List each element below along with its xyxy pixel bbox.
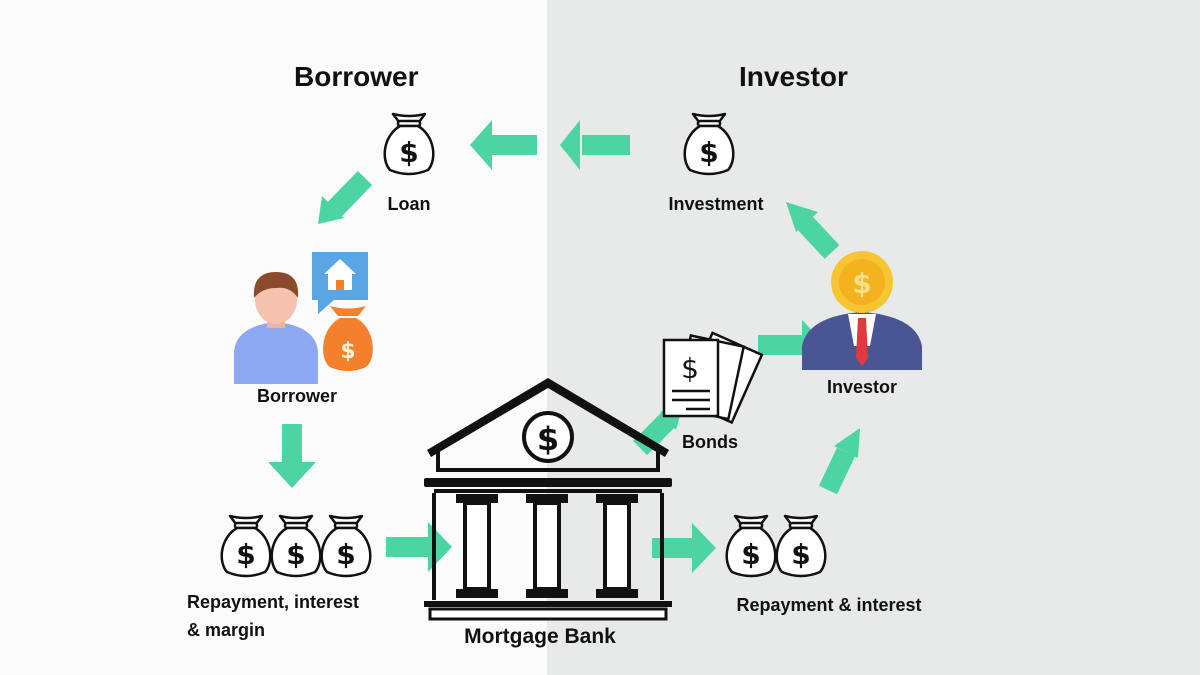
dollar-sign: $ [537, 420, 559, 458]
investor-heading: Investor [739, 61, 848, 92]
investor-person-icon: $ [802, 251, 922, 370]
money-bag-icon: $ [725, 514, 777, 578]
money-bag-icon: $ [320, 514, 372, 578]
borrower-person-icon [234, 272, 318, 384]
repayment-interest-margin-label-line2: & margin [187, 620, 266, 640]
arrow-loan-to-borrower [318, 171, 373, 224]
investment-label: Investment [668, 194, 764, 214]
loan-label: Loan [387, 194, 431, 214]
repayment-interest-label: Repayment & interest [736, 595, 922, 615]
mortgage-bank-building-icon: $ [424, 378, 672, 621]
dollar-sign: $ [852, 267, 871, 300]
repayment-interest-margin-label-line1: Repayment, interest [187, 592, 360, 612]
bonds-label: Bonds [682, 432, 738, 452]
money-bag-icon: $ [220, 514, 272, 578]
investor-label: Investor [826, 377, 898, 397]
money-bag-icon: $ [683, 112, 735, 176]
arrow-investor-to-investment [786, 202, 840, 259]
money-bag-icon: $ [383, 112, 435, 176]
dollar-sign: $ [741, 538, 760, 571]
arrow-borrower-to-repayment [268, 424, 316, 488]
money-bag-icon: $ [270, 514, 322, 578]
dollar-sign: $ [336, 538, 355, 571]
borrower-label: Borrower [256, 386, 338, 406]
house-speech-bubble-icon [312, 252, 368, 314]
dollar-sign: $ [699, 136, 718, 169]
dollar-sign: $ [340, 339, 355, 364]
dollar-sign: $ [286, 538, 305, 571]
dollar-sign: $ [791, 538, 810, 571]
dollar-sign: $ [399, 136, 418, 169]
bonds-documents-icon: $ [662, 331, 764, 425]
arrow-repayment-to-bank [386, 522, 452, 572]
mortgage-bank-label: Mortgage Bank [464, 625, 616, 648]
dollar-sign: $ [236, 538, 255, 571]
dollar-sign: $ [681, 352, 699, 385]
arrow-investment-to-center [560, 120, 630, 170]
money-bag-icon: $ [775, 514, 827, 578]
borrower-heading: Borrower [294, 61, 419, 92]
arrow-center-to-loan [470, 120, 537, 170]
arrow-repayment-to-investor [818, 428, 860, 495]
orange-money-bag-icon: $ [323, 306, 373, 371]
